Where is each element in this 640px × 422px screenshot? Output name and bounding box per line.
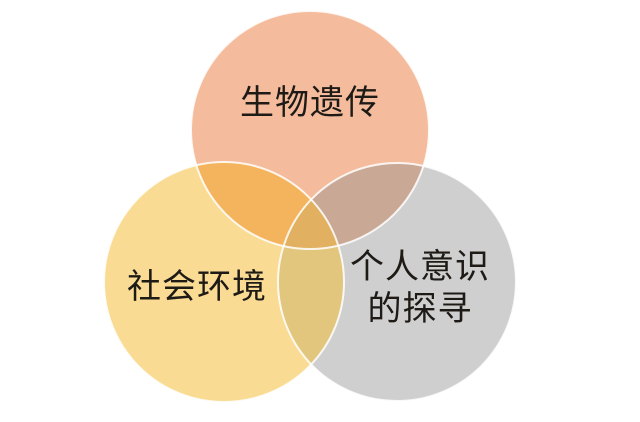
label-personal-consciousness: 个人意识 的探寻 [345,246,495,330]
label-personal-consciousness-line1: 个人意识 [350,247,490,287]
overlap-top-right [278,163,429,249]
label-social-environment: 社会环境 [127,267,267,307]
label-personal-consciousness-line2: 的探寻 [367,289,473,329]
overlap-top-left [191,162,344,249]
label-biological-heredity: 生物遗传 [240,83,380,123]
